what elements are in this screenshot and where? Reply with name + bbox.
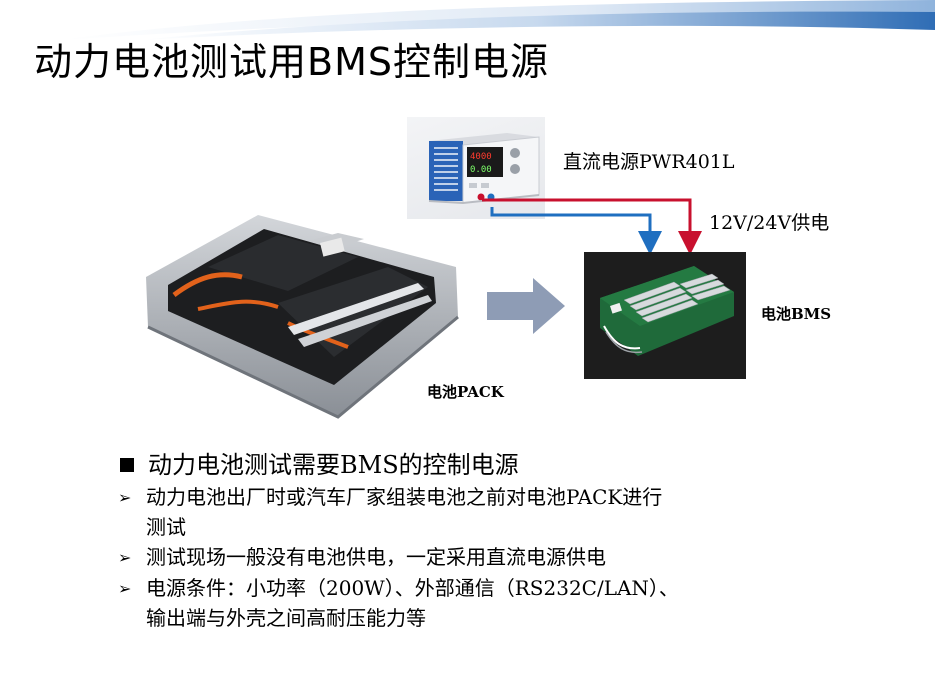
arrow-bullet-icon: ➢	[118, 488, 132, 507]
bullet-main: 动力电池测试需要BMS的控制电源	[118, 448, 908, 482]
list-item: ➢ 测试现场一般没有电池供电，一定采用直流电源供电	[118, 542, 908, 573]
psu-display-top: 4000	[470, 152, 492, 162]
bullet-list: 动力电池测试需要BMS的控制电源 ➢ 动力电池出厂时或汽车厂家组装电池之前对电池…	[118, 448, 908, 633]
psu-display-bottom: 0.00	[470, 165, 492, 175]
label-voltage: 12V/24V供电	[709, 212, 830, 234]
blue-wire	[490, 207, 662, 255]
arrow-bullet-icon: ➢	[118, 579, 132, 598]
list-item-line: 测试	[146, 515, 186, 539]
label-battery-pack: 电池PACK	[427, 383, 504, 401]
page-title: 动力电池测试用BMS控制电源	[34, 40, 549, 84]
label-bms: 电池BMS	[761, 305, 832, 323]
list-item-line: 电源条件：小功率（200W）、外部通信（RS232C/LAN）、	[146, 576, 679, 600]
square-bullet-icon	[120, 458, 134, 472]
red-wire	[482, 198, 702, 255]
list-item-line: 输出端与外壳之间高耐压能力等	[146, 606, 426, 630]
list-item: ➢ 动力电池出厂时或汽车厂家组装电池之前对电池PACK进行 测试	[118, 482, 908, 542]
arrow-bullet-icon: ➢	[118, 548, 132, 567]
bullet-main-text: 动力电池测试需要BMS的控制电源	[148, 451, 519, 479]
list-item-line: 动力电池出厂时或汽车厂家组装电池之前对电池PACK进行	[146, 485, 663, 509]
bms-board-image	[584, 252, 746, 379]
dc-power-supply-image: 4000 0.00	[407, 117, 545, 219]
list-item-line: 测试现场一般没有电池供电，一定采用直流电源供电	[146, 545, 606, 569]
battery-pack-image	[138, 207, 470, 422]
flow-arrow	[487, 278, 565, 334]
header-swoosh	[60, 0, 935, 40]
label-dc-power-supply: 直流电源PWR401L	[563, 151, 735, 173]
list-item: ➢ 电源条件：小功率（200W）、外部通信（RS232C/LAN）、 输出端与外…	[118, 573, 908, 633]
